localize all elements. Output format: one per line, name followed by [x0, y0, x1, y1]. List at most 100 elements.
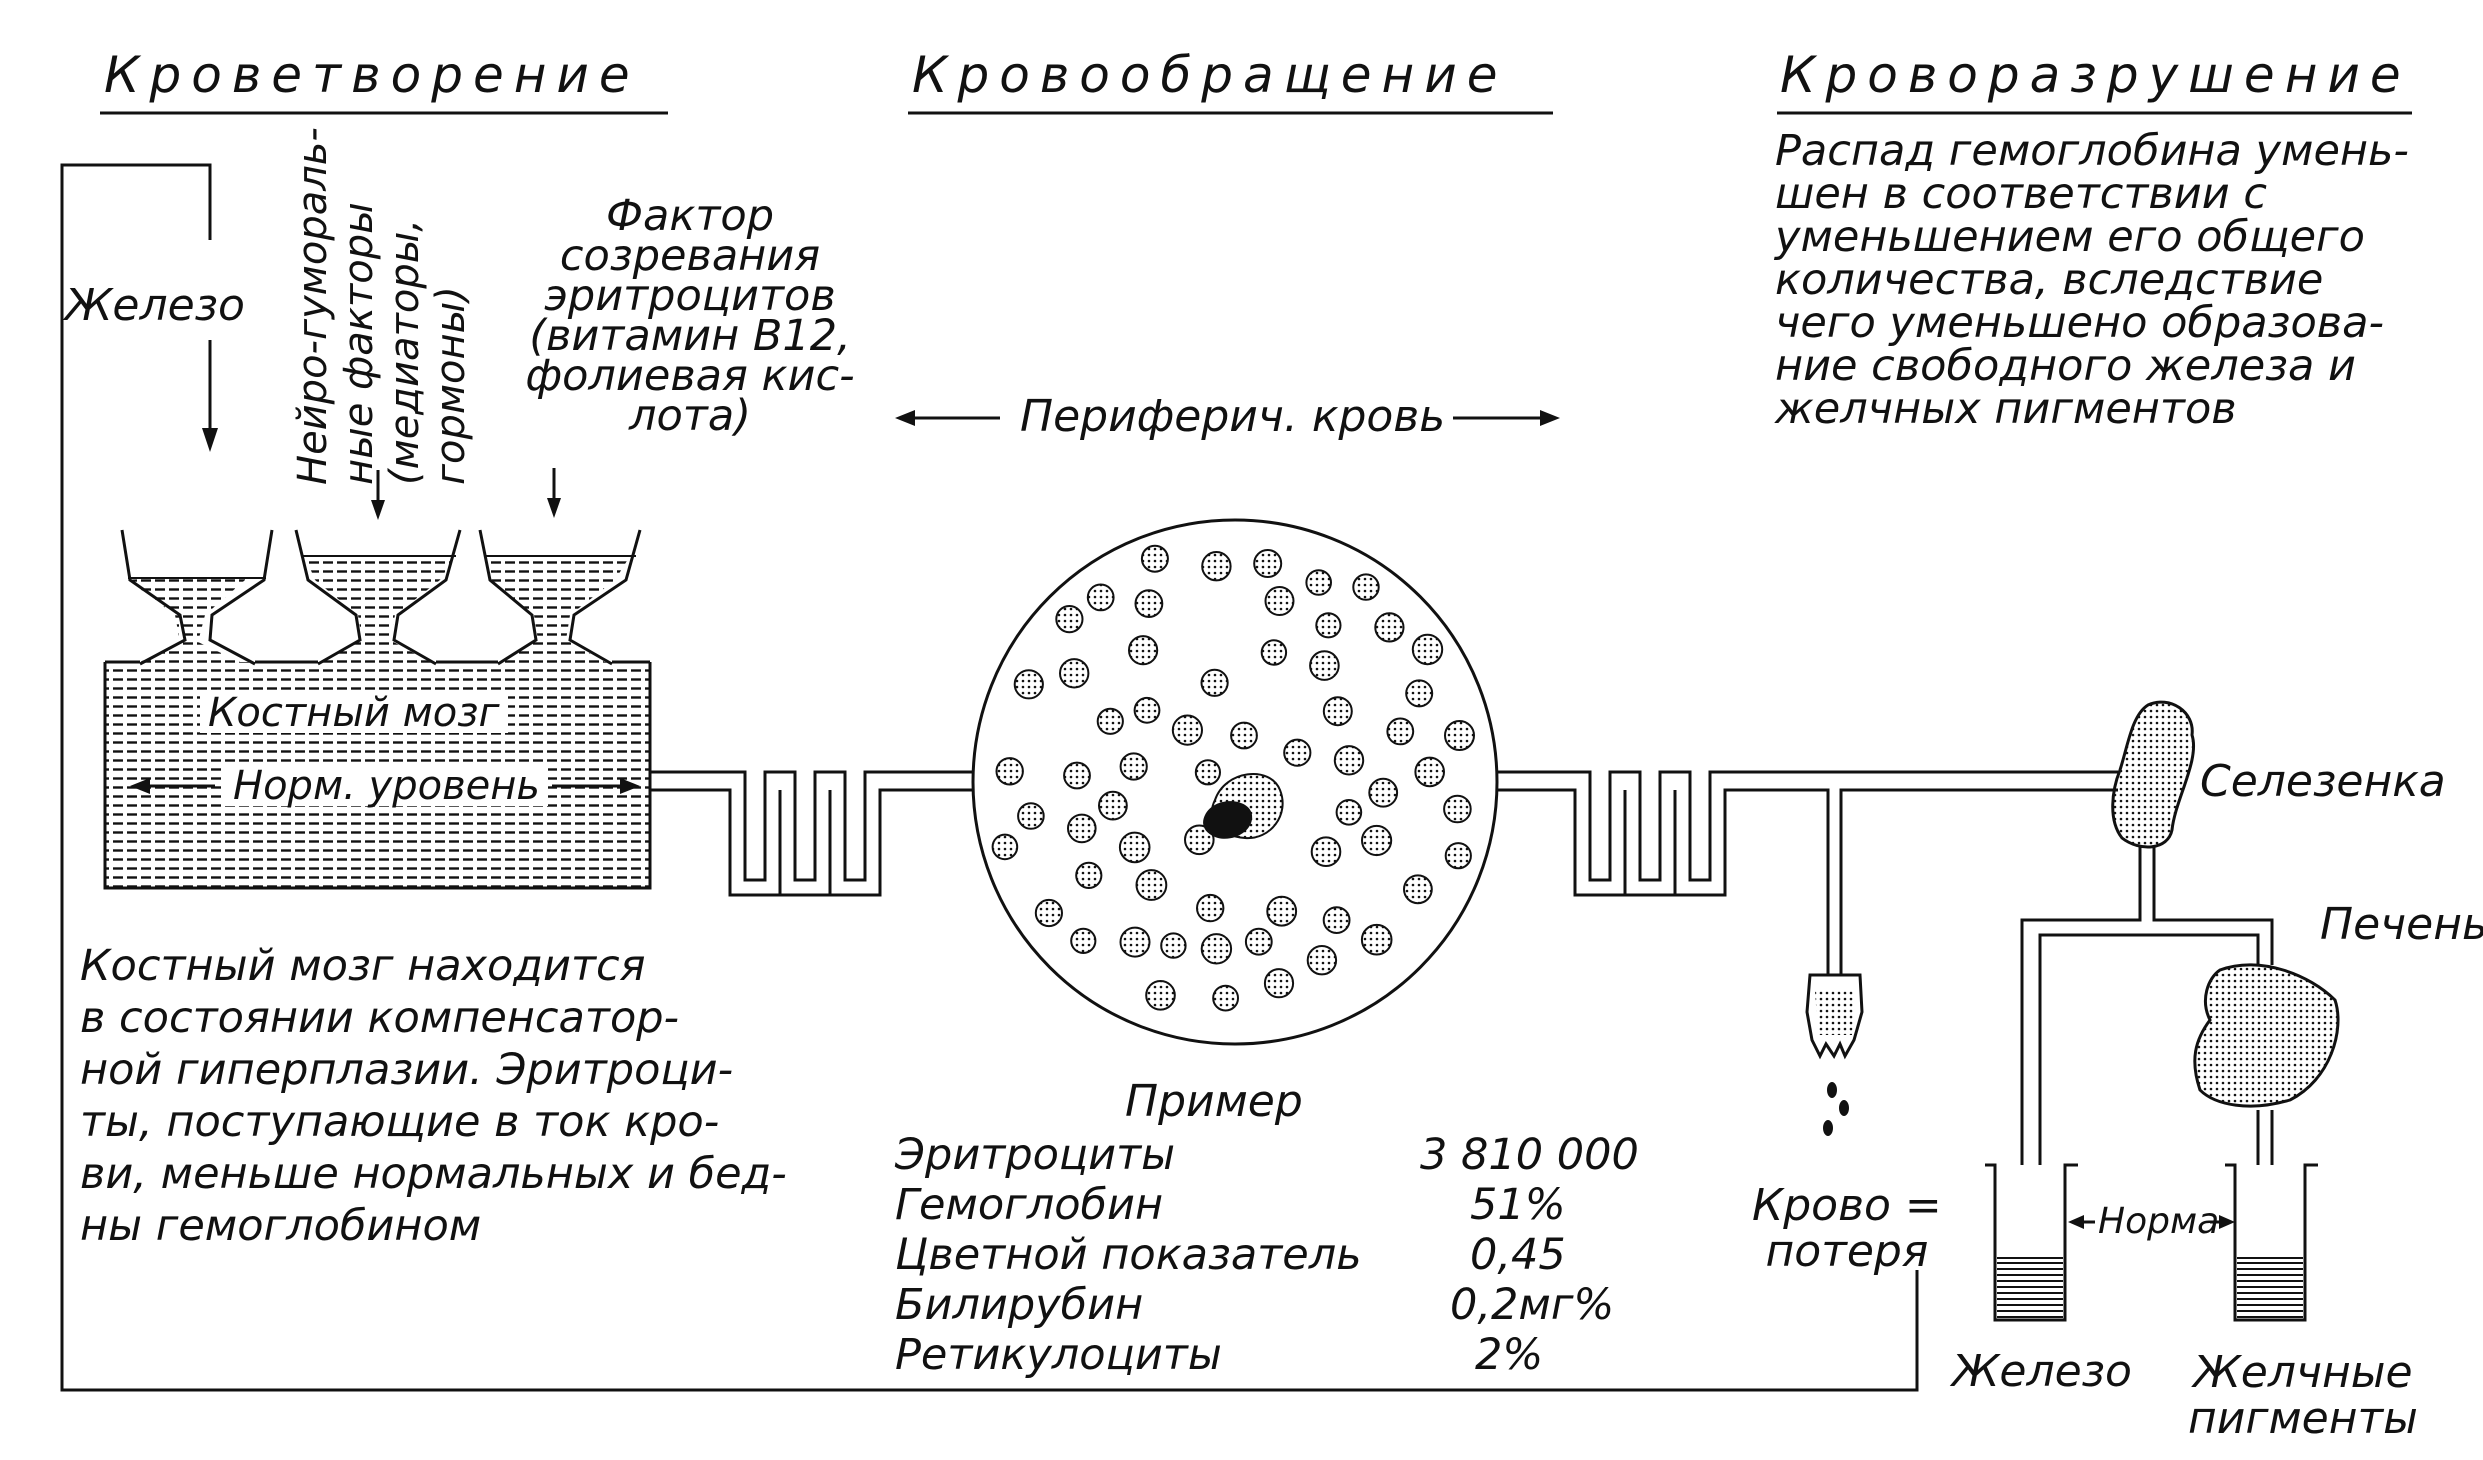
erythrocyte — [1128, 635, 1159, 666]
bile-tube — [2225, 1163, 2318, 1322]
erythrocyte — [1264, 586, 1295, 616]
erythrocyte — [1200, 668, 1229, 697]
destruction-note-line-6: ние свободного железа и — [1775, 341, 2356, 391]
maturation-line-4: (витамин B12, — [529, 311, 851, 361]
erythrocyte — [1411, 633, 1444, 666]
funnel-iron — [120, 529, 274, 666]
erythrocyte — [1098, 790, 1128, 821]
example-row-name: Гемоглобин — [895, 1180, 1164, 1230]
header-destruction: Кроворазрушение — [1780, 46, 2411, 104]
erythrocyte — [1305, 569, 1332, 596]
level-arrowhead-left — [130, 778, 150, 794]
iron-input-label: Железо — [65, 280, 245, 331]
marrow-note-line-1: Костный мозг находится — [80, 941, 646, 991]
bile-tube-label: Желчные пигменты — [2188, 1350, 2418, 1442]
marrow-note: Костный мозг находится в состоянии компе… — [80, 940, 787, 1252]
example-row-name: Билирубин — [895, 1280, 1144, 1330]
erythrocyte — [1034, 898, 1064, 928]
erythrocyte — [1133, 696, 1161, 724]
erythrocyte — [1160, 932, 1187, 959]
erythrocyte — [1013, 669, 1044, 700]
erythrocyte — [1283, 738, 1312, 767]
liver-label: Печень — [2320, 899, 2483, 950]
neurohumoral-line-2: ные факторы — [336, 202, 382, 485]
iron-tube-label: Железо — [1952, 1346, 2132, 1397]
destruction-note-line-3: уменьшением его общего — [1775, 212, 2365, 262]
erythrocyte — [1119, 926, 1151, 958]
destruction-note-line-1: Распад гемоглобина умень- — [1775, 126, 2409, 176]
erythrocyte — [1352, 573, 1380, 601]
erythrocyte — [1067, 813, 1097, 844]
blood-loss-dropper — [1805, 973, 1864, 1136]
erythrocyte — [1306, 945, 1338, 976]
erythrocyte — [1266, 895, 1298, 927]
liver-organ — [2193, 963, 2340, 1108]
erythrocyte — [995, 757, 1024, 786]
norm-label: Норма — [2098, 1201, 2220, 1242]
neurohumoral-line-1: Нейро-гумораль- — [290, 127, 336, 485]
example-row-value: 2% — [1475, 1330, 1544, 1380]
header-hematopoiesis: Кроветворение — [104, 46, 640, 104]
blood-to-destruction-pipe — [1492, 770, 2118, 977]
header-circulation: Кровообращение — [912, 46, 1508, 104]
level-arrowhead-right — [620, 778, 640, 794]
erythrocyte — [1335, 799, 1363, 826]
peripheral-arrowhead-right — [1540, 410, 1560, 426]
destruction-note-line-2: шен в соответствии с — [1775, 169, 2267, 219]
funnel-neurohumoral — [294, 529, 462, 666]
spleen-label: Селезенка — [2200, 756, 2446, 807]
norm-arrowhead-right — [2219, 1215, 2235, 1229]
erythrocyte — [1196, 893, 1225, 923]
neurohumoral-label: Нейро-гумораль- ные факторы (медиаторы, … — [290, 127, 474, 485]
erythrocyte — [1200, 933, 1233, 965]
maturation-line-6: лота) — [629, 391, 751, 441]
erythrocyte — [1414, 756, 1445, 788]
erythrocyte — [1070, 927, 1097, 955]
erythrocyte — [1310, 836, 1342, 868]
example-title: Пример — [1125, 1076, 1303, 1127]
bone-marrow-label: Костный мозг — [200, 693, 508, 733]
erythrocyte — [1260, 639, 1288, 666]
bile-line-1: Желчные — [2193, 1347, 2413, 1398]
example-row-value: 3 810 000 — [1420, 1130, 1639, 1180]
organ-to-tubes-lines — [2020, 845, 2274, 1165]
maturation-line-5: фолиевая кис- — [525, 351, 855, 401]
example-row-value: 0,2мг% — [1450, 1280, 1615, 1330]
erythrocyte — [1096, 707, 1124, 735]
blood-loss-line-1: Крово = — [1752, 1180, 1942, 1231]
destruction-note-line-4: количества, вследствие — [1775, 255, 2324, 305]
neurohumoral-arrowhead — [371, 500, 385, 520]
example-row-name: Ретикулоциты — [895, 1330, 1222, 1380]
iron-feedback-line — [60, 163, 1919, 1392]
erythrocyte — [1333, 745, 1365, 776]
erythrocyte — [1444, 842, 1472, 870]
maturation-factor-label: Фактор созревания эритроцитов (витамин B… — [510, 191, 870, 441]
erythrocyte — [1201, 551, 1232, 582]
erythrocyte — [991, 833, 1019, 861]
marrow-note-line-4: ты, поступающие в ток кро- — [80, 1097, 720, 1147]
destruction-note: Распад гемоглобина умень- шен в соответс… — [1775, 130, 2409, 431]
erythrocyte — [1140, 544, 1169, 573]
destruction-note-line-5: чего уменьшено образова- — [1775, 298, 2384, 348]
iron-tube — [1985, 1163, 2078, 1322]
maturation-line-1: Фактор — [606, 191, 774, 241]
example-row-value: 0,45 — [1470, 1230, 1566, 1280]
erythrocyte — [1059, 658, 1090, 689]
example-row-name: Эритроциты — [895, 1130, 1176, 1180]
erythrocyte — [1405, 679, 1434, 708]
erythrocyte — [1403, 874, 1433, 905]
erythrocyte — [1315, 612, 1342, 639]
erythrocyte — [1135, 869, 1168, 901]
spleen-organ — [2111, 700, 2195, 849]
peripheral-arrowhead-left — [895, 410, 915, 426]
erythrocyte — [1118, 831, 1151, 864]
erythrocyte — [1119, 752, 1148, 781]
marrow-note-line-2: в состоянии компенсатор- — [80, 993, 680, 1043]
maturation-arrowhead — [547, 498, 561, 518]
erythrocyte — [1017, 802, 1045, 830]
erythrocyte — [1263, 968, 1295, 999]
erythrocyte — [1212, 984, 1239, 1012]
erythrocyte — [1361, 824, 1393, 857]
example-row-value: 51% — [1470, 1180, 1566, 1230]
